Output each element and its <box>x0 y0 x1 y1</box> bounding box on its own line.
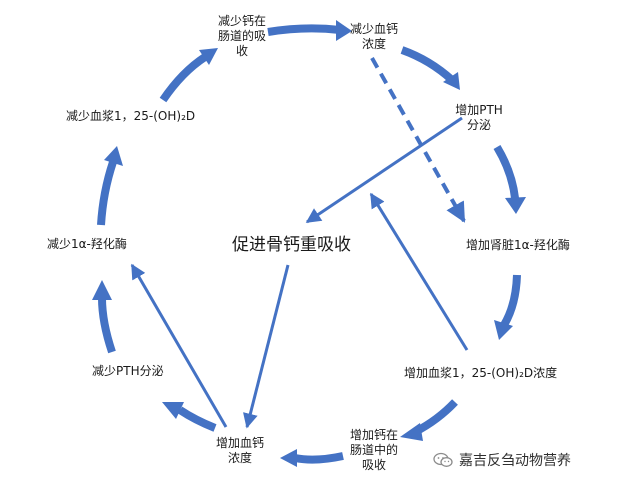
thin-arrow <box>243 264 290 429</box>
cycle-arrows <box>92 20 526 467</box>
node-reduce-blood-ca: 减少血钙 浓度 <box>349 22 398 51</box>
thin-arrow <box>130 263 228 428</box>
cycle-arrow <box>493 144 526 214</box>
inner-arrows <box>130 57 469 429</box>
cycle-arrow <box>92 280 116 354</box>
dashed-arrow <box>370 57 466 223</box>
cycle-arrow <box>400 399 458 441</box>
thin-arrow <box>369 192 469 351</box>
node-reduce-plasma-vitd: 减少血浆1，25-(OH)₂D <box>66 109 196 123</box>
node-reduce-ca-intestinal-absorption: 减少钙在 肠道的吸 收 <box>217 14 266 58</box>
cycle-arrow <box>162 402 217 432</box>
node-reduce-enzyme: 减少1α-羟化酶 <box>47 237 127 251</box>
watermark: 嘉吉反刍动物营养 <box>433 450 571 470</box>
cycle-arrow <box>97 146 123 226</box>
wechat-icon <box>433 452 453 467</box>
cycle-arrow <box>280 449 344 467</box>
thin-arrow <box>305 116 463 224</box>
center-label-bone-ca-resorption: 促进骨钙重吸收 <box>232 235 351 255</box>
cycle-arrow <box>267 20 352 41</box>
watermark-text: 嘉吉反刍动物营养 <box>459 453 571 469</box>
node-increase-kidney-enzyme: 增加肾脏1α-羟化酶 <box>466 238 570 252</box>
cycle-arrow <box>159 48 218 103</box>
node-increase-pth: 增加PTH 分泌 <box>455 103 503 132</box>
cycle-arrow <box>494 274 521 340</box>
node-increase-plasma-vitd: 增加血浆1，25-(OH)₂D浓度 <box>404 366 558 380</box>
node-reduce-pth: 减少PTH分泌 <box>92 364 164 378</box>
node-increase-ca-intestinal-absorption: 增加钙在 肠道中的 吸收 <box>349 428 398 472</box>
cycle-arrow <box>400 46 460 90</box>
node-increase-blood-ca: 增加血钙 浓度 <box>215 436 264 465</box>
